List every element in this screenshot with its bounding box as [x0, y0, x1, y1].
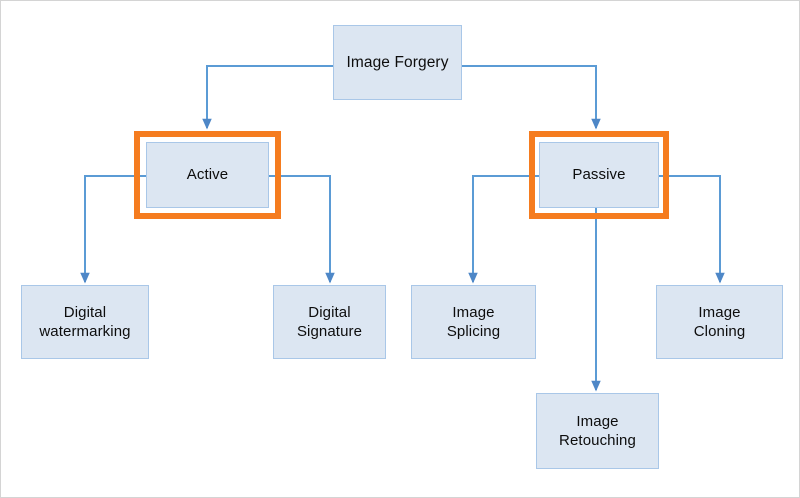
node-image-splicing-label: Image Splicing — [446, 303, 501, 340]
node-digital-watermarking[interactable]: Digital watermarking — [21, 285, 149, 359]
edge-active-digital-signature — [269, 175, 335, 284]
node-image-cloning-label: Image Cloning — [693, 303, 746, 340]
edge-passive-image-cloning — [659, 175, 725, 284]
node-image-cloning[interactable]: Image Cloning — [656, 285, 783, 359]
node-active-label: Active — [186, 166, 229, 184]
node-image-retouching[interactable]: Image Retouching — [536, 393, 659, 469]
node-passive[interactable]: Passive — [539, 142, 659, 208]
node-image-forgery[interactable]: Image Forgery — [333, 25, 462, 100]
edge-root-passive — [462, 65, 601, 130]
edge-active-digital-watermarking — [80, 175, 146, 284]
node-passive-label: Passive — [572, 166, 626, 184]
node-digital-signature-label: Digital Signature — [296, 303, 363, 340]
edge-root-active — [202, 65, 333, 130]
node-image-retouching-label: Image Retouching — [559, 412, 636, 449]
node-digital-signature[interactable]: Digital Signature — [273, 285, 386, 359]
node-active[interactable]: Active — [146, 142, 269, 208]
node-image-forgery-label: Image Forgery — [346, 53, 449, 71]
node-image-splicing[interactable]: Image Splicing — [411, 285, 536, 359]
node-digital-watermarking-label: Digital watermarking — [39, 303, 131, 340]
edge-passive-image-splicing — [468, 175, 539, 284]
